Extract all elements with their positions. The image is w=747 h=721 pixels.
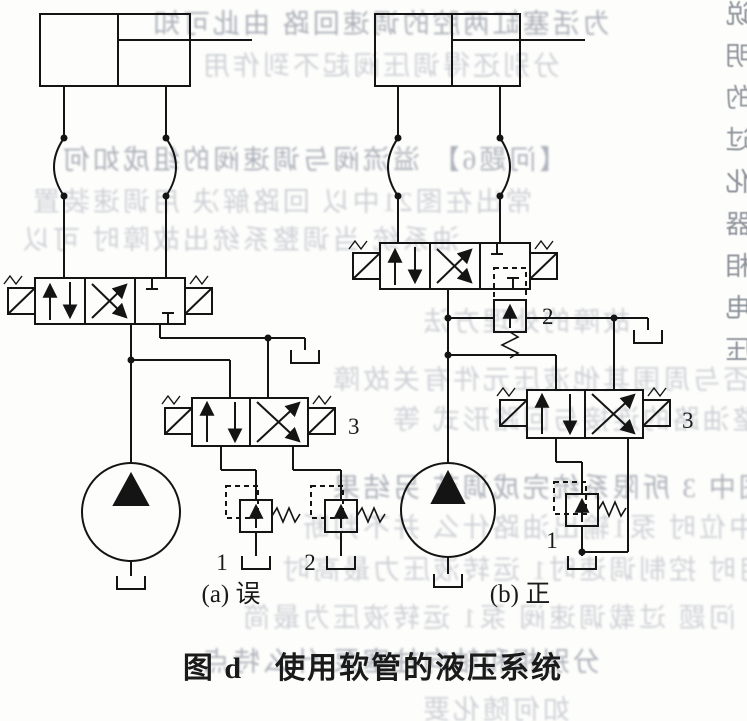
piping-b: [447, 289, 663, 463]
relief-valve-1-b-label: 1: [546, 528, 558, 553]
pump-a: [81, 462, 181, 590]
spring-icon: [348, 239, 368, 251]
spring-icon: [271, 505, 301, 525]
spring-icon: [189, 274, 209, 286]
caption-a: (a) 误: [202, 581, 261, 608]
figure-title: 图 d 使用软管的液压系统: [183, 651, 563, 685]
pump-triangle-icon: [430, 469, 466, 504]
spring-icon: [647, 386, 667, 398]
spring-icon: [356, 505, 386, 525]
valve-3-b: [496, 386, 671, 439]
spring-icon: [597, 499, 627, 519]
tank-icon: [241, 556, 271, 570]
relief-valve-2-b: [493, 267, 527, 359]
relief-valve-2-a-label: 2: [304, 550, 316, 575]
pump-triangle-icon: [112, 471, 150, 506]
cylinder-a: [39, 13, 252, 87]
piping-a2: [220, 446, 342, 500]
cylinder-b: [374, 13, 585, 87]
tank-icon: [633, 330, 663, 344]
piping-a: [130, 324, 320, 463]
junction-dots-b: [394, 134, 618, 556]
relief-valve-2-b-label: 2: [542, 304, 554, 329]
tank-icon: [326, 556, 356, 570]
hose-lines-a: [53, 86, 177, 278]
tank-icon: [290, 350, 320, 364]
spring-icon: [534, 239, 554, 251]
caption-b: (b) 正: [490, 581, 550, 608]
hose-lines-b: [387, 86, 511, 243]
system-b: [348, 13, 671, 588]
relief-valve-1-b: [553, 481, 627, 570]
relief-valve-1-a-label: 1: [216, 550, 228, 575]
spring-icon: [496, 386, 516, 398]
directional-valve-b: [348, 239, 558, 290]
junction-dots-a: [60, 134, 272, 364]
spring-icon: [3, 274, 23, 286]
relief-valve-1-a: [225, 485, 301, 570]
tank-icon: [567, 556, 597, 570]
valve-3-a: [161, 394, 336, 447]
tank-icon: [116, 576, 146, 590]
valve-3-a-label: 3: [348, 414, 360, 439]
directional-valve-a: [3, 274, 213, 325]
system-a: [3, 13, 386, 590]
piping-b2: [555, 438, 629, 553]
tank-icon: [433, 574, 463, 588]
relief-valve-2-a: [310, 485, 386, 570]
spring-icon: [500, 331, 520, 359]
pump-b: [400, 462, 496, 588]
spring-icon: [312, 394, 332, 406]
spring-icon: [161, 394, 181, 406]
valve-3-b-label: 3: [682, 408, 694, 433]
